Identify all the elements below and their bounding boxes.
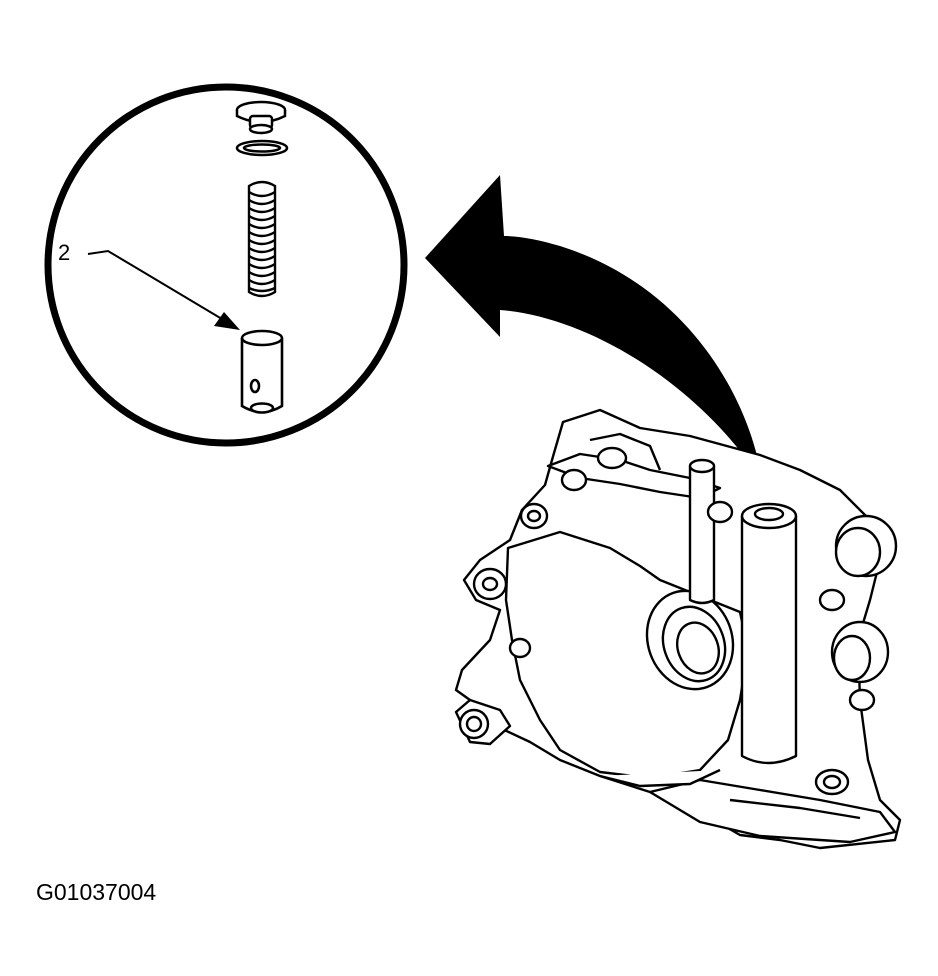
callout-leader — [87, 249, 240, 330]
cap-plug-icon — [235, 100, 287, 135]
oil-pump-housing-icon — [454, 408, 902, 850]
figure-code: G01037004 — [36, 879, 156, 905]
o-ring-icon — [235, 139, 289, 157]
relief-valve-icon — [240, 329, 284, 414]
detail-callout-circle — [44, 83, 408, 447]
callout-number-label: 2 — [58, 240, 70, 265]
spring-icon — [247, 180, 277, 298]
direction-arrow-icon — [425, 175, 776, 505]
